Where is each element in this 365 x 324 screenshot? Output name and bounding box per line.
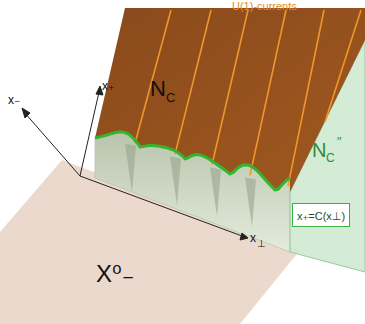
current-line	[325, 10, 361, 122]
shading	[125, 144, 136, 193]
current-lines	[135, 10, 361, 186]
shading	[170, 156, 181, 205]
equation-box: x₊=C(x⊥)	[292, 203, 350, 227]
boundary-curve	[95, 132, 290, 190]
equation-text: x₊=C(x⊥)	[297, 210, 345, 222]
current-line	[175, 10, 211, 154]
axis-label: x₋	[8, 94, 20, 106]
axis-label: x₊	[102, 80, 114, 92]
axis-label: x	[250, 232, 256, 244]
current-label: U(1)-currents	[232, 1, 297, 12]
shading	[210, 168, 221, 217]
subscript: C	[326, 152, 335, 164]
current-line	[212, 10, 248, 165]
panel-name: N	[312, 140, 326, 160]
prime-mark: ′′	[337, 136, 342, 148]
current-line	[250, 10, 286, 175]
axis-label: ⊥	[257, 239, 266, 249]
axes	[22, 86, 248, 240]
shading	[245, 177, 256, 226]
region-name: X⁰₋	[96, 262, 134, 286]
top-plane	[95, 8, 365, 192]
surface-name: N	[150, 78, 166, 100]
current-line	[135, 10, 171, 143]
subscript: C	[166, 91, 175, 104]
